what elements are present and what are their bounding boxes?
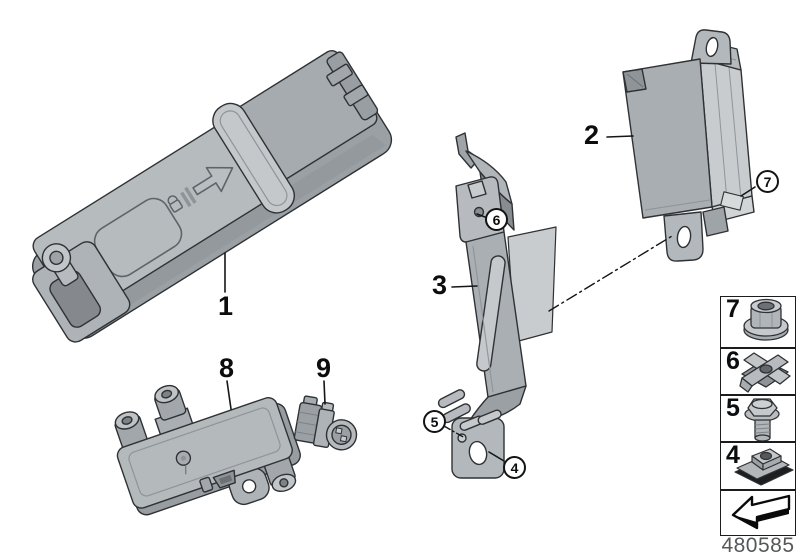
part-1-charging-cradle-drawing[interactable] bbox=[7, 37, 399, 347]
legend-num-7: 7 bbox=[726, 295, 740, 323]
legend-num-6: 6 bbox=[726, 347, 740, 375]
callout-5[interactable]: 5 bbox=[423, 410, 446, 433]
part-2-control-unit-drawing[interactable] bbox=[622, 29, 755, 262]
leader-lines bbox=[224, 135, 756, 462]
part-label-2[interactable]: 2 bbox=[584, 120, 600, 150]
part-3-holder-bracket-drawing[interactable] bbox=[437, 132, 557, 479]
cage-clip-icon bbox=[739, 352, 791, 393]
callout-6[interactable]: 6 bbox=[485, 208, 508, 231]
hex-bolt-icon bbox=[744, 398, 780, 442]
legend-item-clip-nut[interactable]: 4 bbox=[720, 441, 796, 490]
clip-nut-icon bbox=[734, 448, 794, 486]
part-label-9[interactable]: 9 bbox=[316, 353, 332, 383]
legend-item-cage-clip[interactable]: 6 bbox=[720, 347, 796, 395]
part-label-3[interactable]: 3 bbox=[432, 270, 448, 300]
part-label-1[interactable]: 1 bbox=[218, 291, 234, 321]
callout-7[interactable]: 7 bbox=[756, 170, 779, 193]
direction-arrow-icon bbox=[731, 494, 791, 530]
legend-item-direction-arrow[interactable] bbox=[720, 490, 796, 536]
legend-item-hex-bolt[interactable]: 5 bbox=[720, 394, 796, 442]
flange-nut-icon bbox=[743, 298, 789, 341]
callout-4[interactable]: 4 bbox=[503, 456, 526, 479]
part-label-8[interactable]: 8 bbox=[219, 353, 235, 383]
legend-num-5: 5 bbox=[726, 394, 740, 422]
part-8-usb-antenna-module-drawing[interactable] bbox=[101, 352, 310, 539]
legend-num-4: 4 bbox=[726, 441, 740, 469]
legend-item-flange-nut[interactable]: 7 bbox=[720, 295, 796, 348]
part-9-antenna-plug-drawing[interactable] bbox=[293, 395, 362, 452]
